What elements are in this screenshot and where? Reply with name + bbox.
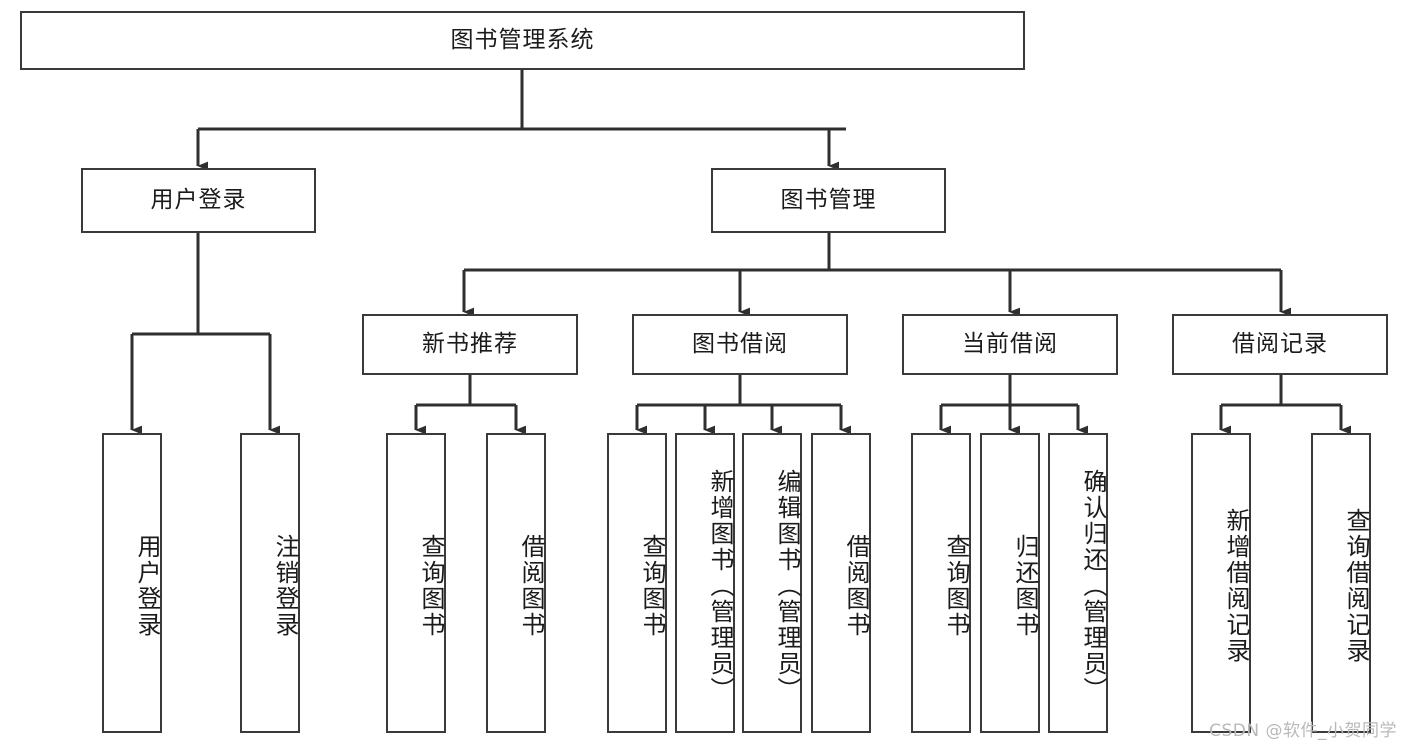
node-leaf-borrow-book-2-label: 借阅图书 — [842, 534, 870, 638]
node-book-manage[interactable]: 图书管理 — [711, 168, 946, 233]
node-leaf-user-logout-label: 注销登录 — [271, 534, 299, 638]
node-leaf-edit-book-label: 编辑图书（管理员） — [773, 469, 801, 703]
node-user-login[interactable]: 用户登录 — [81, 168, 316, 233]
node-book-manage-label: 图书管理 — [780, 186, 877, 213]
node-borrow-record[interactable]: 借阅记录 — [1172, 314, 1388, 375]
node-current-borrow-label: 当前借阅 — [962, 330, 1058, 357]
node-leaf-add-book[interactable]: 新增图书（管理员） — [675, 433, 735, 733]
node-leaf-query-book-1-label: 查询图书 — [417, 534, 445, 638]
node-leaf-add-record-label: 新增借阅记录 — [1222, 508, 1250, 664]
node-leaf-query-book-1[interactable]: 查询图书 — [386, 433, 446, 733]
node-leaf-return-book[interactable]: 归还图书 — [980, 433, 1040, 733]
node-leaf-edit-book[interactable]: 编辑图书（管理员） — [742, 433, 802, 733]
node-leaf-user-logout[interactable]: 注销登录 — [240, 433, 300, 733]
node-leaf-query-record-label: 查询借阅记录 — [1342, 508, 1370, 664]
node-root[interactable]: 图书管理系统 — [20, 11, 1025, 70]
node-leaf-return-book-label: 归还图书 — [1011, 534, 1039, 638]
node-leaf-query-book-3-label: 查询图书 — [942, 534, 970, 638]
node-leaf-user-login[interactable]: 用户登录 — [102, 433, 162, 733]
node-leaf-add-record[interactable]: 新增借阅记录 — [1191, 433, 1251, 733]
node-current-borrow[interactable]: 当前借阅 — [902, 314, 1118, 375]
node-new-book-recommend[interactable]: 新书推荐 — [362, 314, 578, 375]
node-leaf-confirm-return-label: 确认归还（管理员） — [1079, 469, 1107, 703]
node-leaf-query-book-2[interactable]: 查询图书 — [607, 433, 667, 733]
node-root-label: 图书管理系统 — [450, 26, 595, 53]
node-new-book-recommend-label: 新书推荐 — [422, 330, 518, 357]
node-user-login-label: 用户登录 — [150, 186, 247, 213]
node-leaf-query-record[interactable]: 查询借阅记录 — [1311, 433, 1371, 733]
node-leaf-borrow-book-2[interactable]: 借阅图书 — [811, 433, 871, 733]
node-borrow-record-label: 借阅记录 — [1232, 330, 1328, 357]
watermark-text: CSDN @软件_小贺同学 — [1209, 721, 1397, 741]
node-leaf-borrow-book-1-label: 借阅图书 — [517, 534, 545, 638]
node-leaf-borrow-book-1[interactable]: 借阅图书 — [486, 433, 546, 733]
node-book-borrow-label: 图书借阅 — [692, 330, 788, 357]
node-book-borrow[interactable]: 图书借阅 — [632, 314, 848, 375]
node-leaf-query-book-2-label: 查询图书 — [638, 534, 666, 638]
node-leaf-confirm-return[interactable]: 确认归还（管理员） — [1048, 433, 1108, 733]
node-leaf-user-login-label: 用户登录 — [133, 534, 161, 638]
node-leaf-add-book-label: 新增图书（管理员） — [706, 469, 734, 703]
node-leaf-query-book-3[interactable]: 查询图书 — [911, 433, 971, 733]
